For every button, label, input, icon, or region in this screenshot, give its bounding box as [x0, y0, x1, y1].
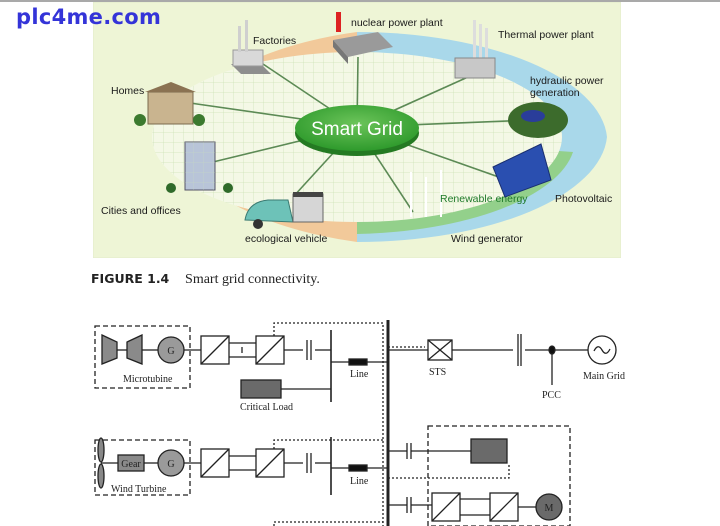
- microgrid-schematic: Microtubine G Critical Load Line STS PCC…: [94, 320, 625, 526]
- label-hydraulic-1: hydraulic power: [530, 75, 604, 87]
- line-impedance-1: [348, 358, 368, 366]
- label-hydraulic-2: generation: [530, 87, 580, 99]
- label-wind: Wind generator: [451, 233, 523, 245]
- line-impedance-2: [348, 464, 368, 472]
- smart-grid-label: Smart Grid: [311, 119, 403, 140]
- watermark: plc4me.com: [16, 5, 162, 29]
- label-gear: Gear: [121, 459, 141, 470]
- compressor-icon: [101, 333, 118, 365]
- grid-transformer-icon: [517, 334, 522, 366]
- figure-caption: FIGURE 1.4 Smart grid connectivity.: [91, 271, 320, 288]
- solar-panel-icon: [492, 143, 552, 198]
- label-vehicle: ecological vehicle: [245, 233, 327, 245]
- wind-turbine-box: [94, 439, 191, 496]
- label-line-1: Line: [350, 369, 369, 380]
- figure-caption-text: Smart grid connectivity.: [185, 272, 320, 287]
- label-critical-load: Critical Load: [240, 402, 293, 413]
- critical-load-icon: [240, 379, 282, 399]
- turbine-icon: [126, 333, 143, 365]
- label-motor: M: [545, 503, 554, 514]
- office-building-icon: [166, 141, 233, 193]
- label-wind-turbine: Wind Turbine: [111, 484, 167, 495]
- top-border: [0, 0, 720, 2]
- figure-number: FIGURE 1.4: [91, 271, 170, 286]
- home-icon: [134, 82, 205, 126]
- load-box: [427, 425, 571, 526]
- label-line-2: Line: [350, 476, 369, 487]
- label-generator-2: G: [167, 459, 174, 470]
- label-microturbine: Microtubine: [123, 374, 173, 385]
- label-nuclear: nuclear power plant: [351, 17, 443, 29]
- label-sts: STS: [429, 367, 446, 378]
- transformer-icon-1: [306, 340, 312, 360]
- nuclear-plant-icon: [333, 12, 393, 64]
- thermal-plant-icon: [454, 20, 496, 79]
- motor-icon: [535, 493, 563, 521]
- pcc-node: [548, 345, 556, 355]
- ecological-vehicle-icon: [244, 192, 324, 229]
- factory-icon: [231, 20, 271, 74]
- wind-turbine-icons: [410, 170, 442, 217]
- microturbine-box: [94, 325, 191, 389]
- label-factories: Factories: [253, 35, 296, 47]
- label-homes: Homes: [111, 85, 144, 97]
- label-photovoltaic: Photovoltaic: [555, 193, 612, 205]
- diode-load-icon: [470, 438, 508, 464]
- smart-grid-hub: [295, 105, 419, 151]
- label-main-grid: Main Grid: [583, 371, 625, 382]
- label-generator-1: G: [167, 346, 174, 357]
- smart-grid-illustration: Smart Grid Factories nuclear power plant…: [93, 2, 621, 258]
- label-renewable: Renewable energy: [440, 193, 528, 205]
- label-cities: Cities and offices: [101, 205, 181, 217]
- hydraulic-plant-icon: [508, 102, 568, 138]
- label-thermal: Thermal power plant: [498, 29, 594, 41]
- rotor-icon: [97, 437, 105, 463]
- label-pcc: PCC: [542, 390, 561, 401]
